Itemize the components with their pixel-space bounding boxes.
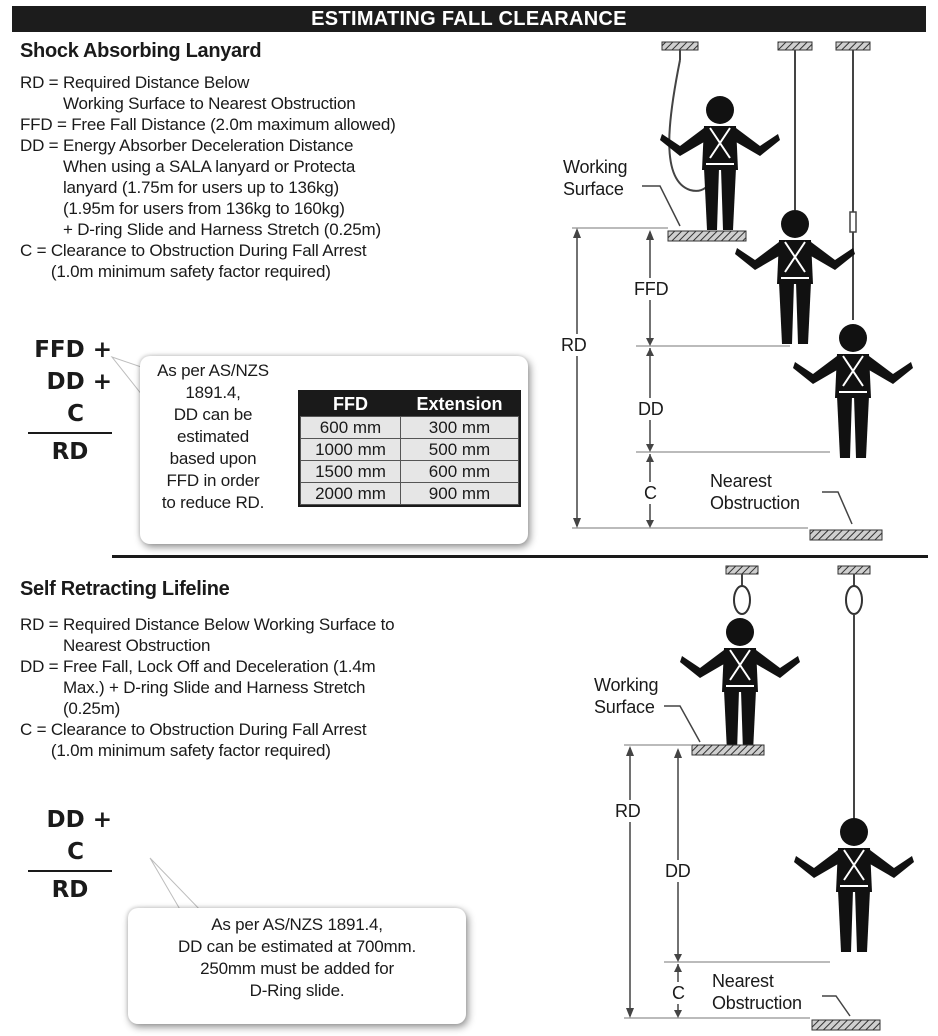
worker-standing-icon <box>679 617 801 753</box>
srl-callout <box>128 908 466 1024</box>
definition-ffd: FFD = Free Fall Distance (2.0m maximum a… <box>20 115 396 134</box>
formula-total: RD <box>51 877 89 903</box>
table-header-extension: Extension <box>400 392 519 417</box>
srl-definitions: RD = Required Distance Below Working Sur… <box>20 614 395 761</box>
definition-rd: RD = Required Distance Below Working Sur… <box>20 615 395 655</box>
table-row: 1500 mm 600 mm <box>300 460 519 483</box>
definition-c: C = Clearance to Obstruction During Fall… <box>20 241 367 281</box>
definition-dd: DD = Energy Absorber Deceleration Distan… <box>20 136 381 239</box>
formula-sum-line <box>28 870 112 872</box>
table-row: 1000 mm 500 mm <box>300 438 519 461</box>
lanyard-definitions: RD = Required Distance Below Working Sur… <box>20 72 396 282</box>
formula-term-c: C <box>67 839 84 865</box>
anchor-icon <box>837 565 871 575</box>
label-c: C <box>644 482 657 504</box>
label-nearest-obstruction: Nearest Obstruction <box>710 471 800 513</box>
anchor-icon <box>725 565 759 575</box>
extension-table: FFD Extension 600 mm 300 mm 1000 mm 500 … <box>298 390 521 507</box>
formula-term-ffd: FFD + <box>34 337 112 363</box>
formula-term-dd: DD + <box>46 369 112 395</box>
formula-total: RD <box>51 439 89 465</box>
section-divider <box>112 555 928 558</box>
formula-sum-line <box>28 432 112 434</box>
table-header-ffd: FFD <box>300 392 401 417</box>
formula-term-dd: DD + <box>46 807 112 833</box>
page-title: ESTIMATING FALL CLEARANCE <box>12 6 926 32</box>
label-working-surface: Working Surface <box>594 675 659 717</box>
srl-unit-icon <box>733 585 751 615</box>
srl-callout-text: As per AS/NZS 1891.4, DD can be estimate… <box>178 915 416 1000</box>
label-dd: DD <box>665 860 691 882</box>
definition-dd: DD = Free Fall, Lock Off and Deceleratio… <box>20 657 376 718</box>
definition-rd: RD = Required Distance Below Working Sur… <box>20 73 356 113</box>
label-nearest-obstruction: Nearest Obstruction <box>712 971 802 1013</box>
label-rd: RD <box>615 800 641 822</box>
section-title-srl: Self Retracting Lifeline <box>20 578 230 600</box>
label-working-surface: Working Surface <box>563 157 628 199</box>
section-title-lanyard: Shock Absorbing Lanyard <box>20 40 262 62</box>
srl-formula: DD + C RD <box>28 804 112 906</box>
table-row: 600 mm 300 mm <box>300 416 519 439</box>
table-row: 2000 mm 900 mm <box>300 482 519 505</box>
formula-term-c: C <box>67 401 84 427</box>
label-rd: RD <box>561 334 587 356</box>
srl-unit-icon <box>845 585 863 615</box>
worker-arrested-icon <box>793 817 915 953</box>
label-ffd: FFD <box>634 278 669 300</box>
lanyard-callout-text: As per AS/NZS 1891.4, DD can be estimate… <box>157 361 269 512</box>
lanyard-formula: FFD + DD + C RD <box>28 334 112 468</box>
label-c: C <box>672 982 685 1004</box>
label-dd: DD <box>638 398 664 420</box>
definition-c: C = Clearance to Obstruction During Fall… <box>20 720 367 760</box>
